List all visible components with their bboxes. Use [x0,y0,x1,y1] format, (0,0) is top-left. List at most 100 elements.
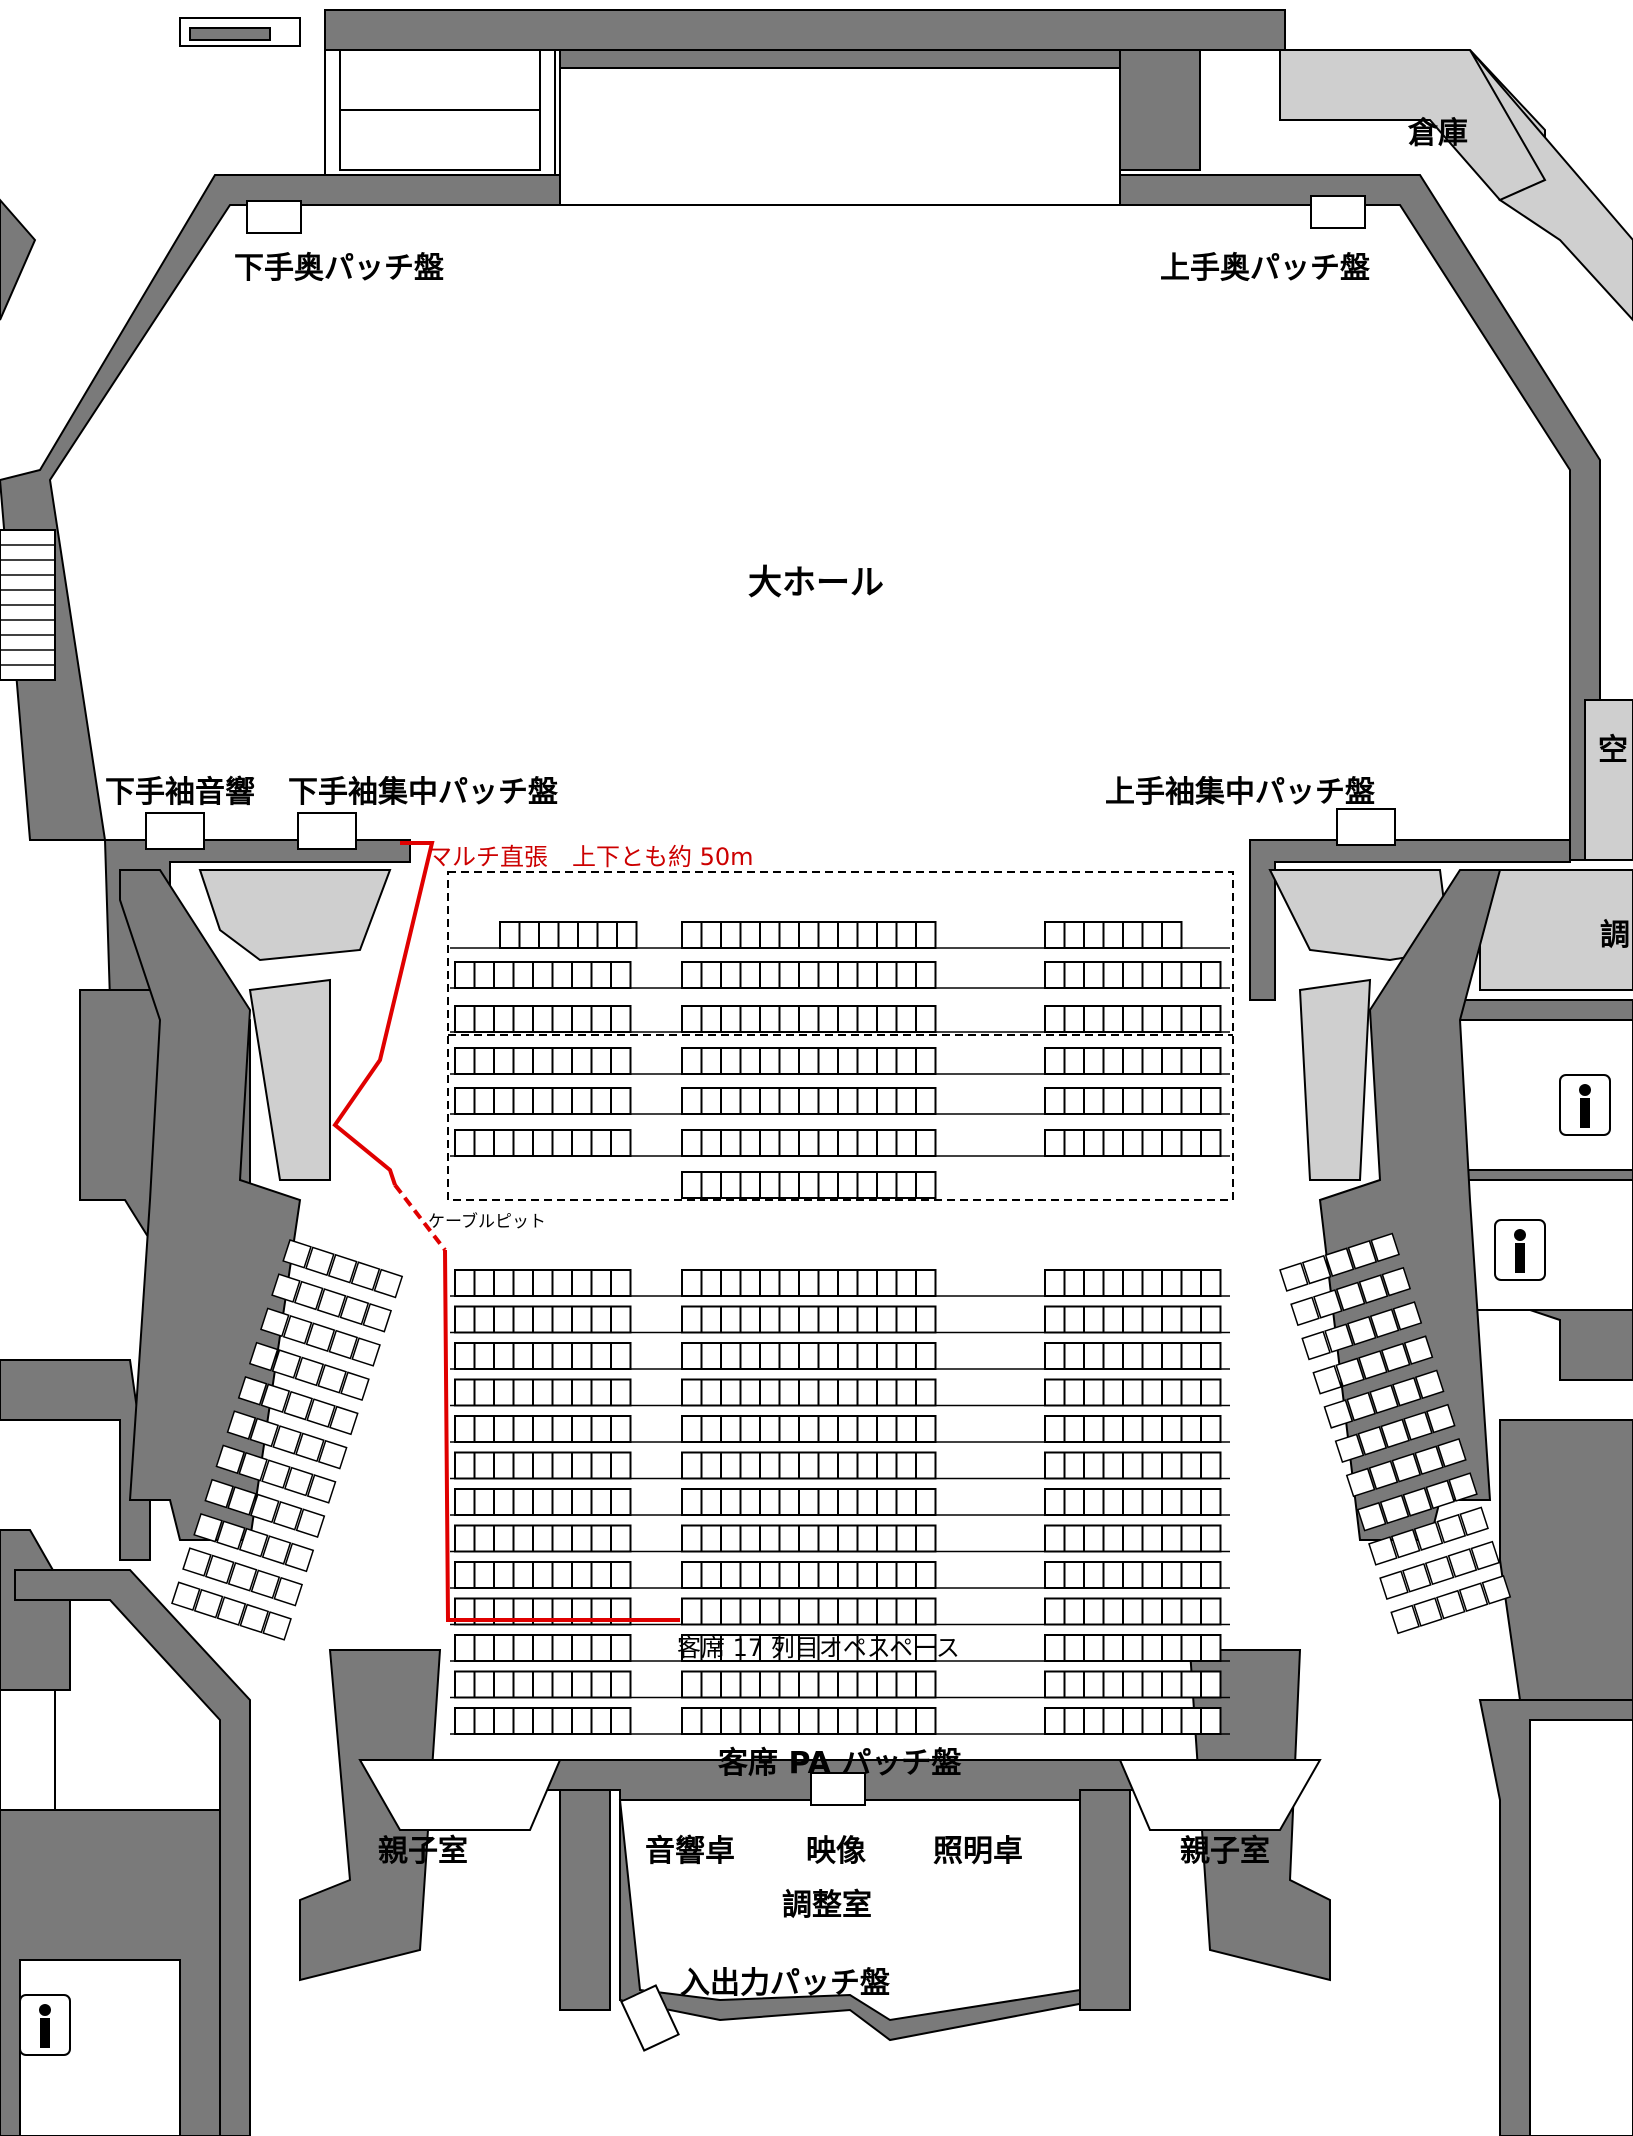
seat [739,1305,761,1334]
seat [1370,1232,1400,1263]
seat [551,1129,573,1157]
seat [1083,1524,1105,1553]
seat [856,1597,878,1626]
seat [571,1451,593,1480]
seat [454,1707,476,1735]
seat [778,1451,800,1480]
seat [739,1171,761,1199]
seat [739,961,761,989]
seat [759,1378,781,1407]
seat [1083,1488,1105,1516]
seat [294,1356,325,1387]
seat [895,1269,917,1297]
seat [1180,1670,1202,1699]
seat [1481,1574,1512,1605]
seat [895,1451,917,1480]
seat [837,1707,859,1735]
seat [590,1005,612,1033]
seat [856,1342,878,1370]
seat [1044,1087,1066,1115]
seat [193,1512,223,1543]
seat [1141,1524,1163,1553]
seat [1424,1555,1455,1586]
seat [798,1269,820,1297]
seat [571,1305,593,1334]
seat [681,1087,703,1115]
seat [532,1305,554,1334]
seat [759,1451,781,1480]
seat [532,1488,554,1516]
seat [1044,1488,1066,1516]
seat [454,1561,476,1589]
seat [720,1524,742,1553]
seat [817,1087,839,1115]
seat [739,1269,761,1297]
seat [915,1707,937,1735]
seat [590,1707,612,1735]
seat [915,1087,937,1115]
seat [512,1005,534,1033]
seat [856,1129,878,1157]
seat [759,1415,781,1443]
seat [720,1561,742,1589]
control-room-label: 調整室 [782,1888,872,1923]
seat [1345,1467,1376,1498]
seat [1459,1506,1489,1537]
seat [798,1524,820,1553]
seat [1379,1570,1409,1601]
seat [1180,1305,1202,1334]
seat [1063,1047,1085,1075]
seat [895,961,917,989]
seat [681,961,703,989]
seat [739,1488,761,1516]
seat [493,1561,515,1589]
seat [759,1269,781,1297]
seat [895,1707,917,1735]
seat [1358,1274,1389,1304]
seat [1180,1597,1202,1626]
seat [532,1005,554,1033]
seat [362,1302,393,1333]
seat [262,1611,292,1641]
seat [1161,1269,1183,1297]
seat [551,961,573,989]
seat [700,1087,722,1115]
seat [1347,1240,1378,1270]
seat [837,1269,859,1297]
seat [1141,1561,1163,1589]
seat [837,1171,859,1199]
seat [1369,1384,1399,1414]
seat [681,1707,703,1735]
seat [493,1087,515,1115]
seat [551,1451,573,1480]
seat [571,1707,593,1735]
seat [798,1707,820,1735]
seat [876,1670,898,1699]
seat [1180,1378,1202,1407]
seat [856,1171,878,1199]
multi-cable-label: マルチ直張 上下とも約 50m [428,843,754,871]
seat [856,1451,878,1480]
seat [238,1451,268,1482]
seat [876,1087,898,1115]
seat [895,921,917,949]
seat [720,1047,742,1075]
seat [1200,1129,1222,1157]
seat [454,1342,476,1370]
seat [1063,921,1085,949]
seat [1122,1488,1144,1516]
seat [895,1524,917,1553]
seat [473,1129,495,1157]
seat [1122,1561,1144,1589]
seat [1447,1548,1478,1578]
seat [473,1451,495,1480]
seat [551,1707,573,1735]
seat [1161,1005,1183,1033]
seat [328,1329,359,1360]
seat [532,1707,554,1735]
seat [1437,1438,1467,1468]
seat [759,1488,781,1516]
seat [610,1087,632,1115]
seat [317,1364,347,1394]
seat [798,1171,820,1199]
